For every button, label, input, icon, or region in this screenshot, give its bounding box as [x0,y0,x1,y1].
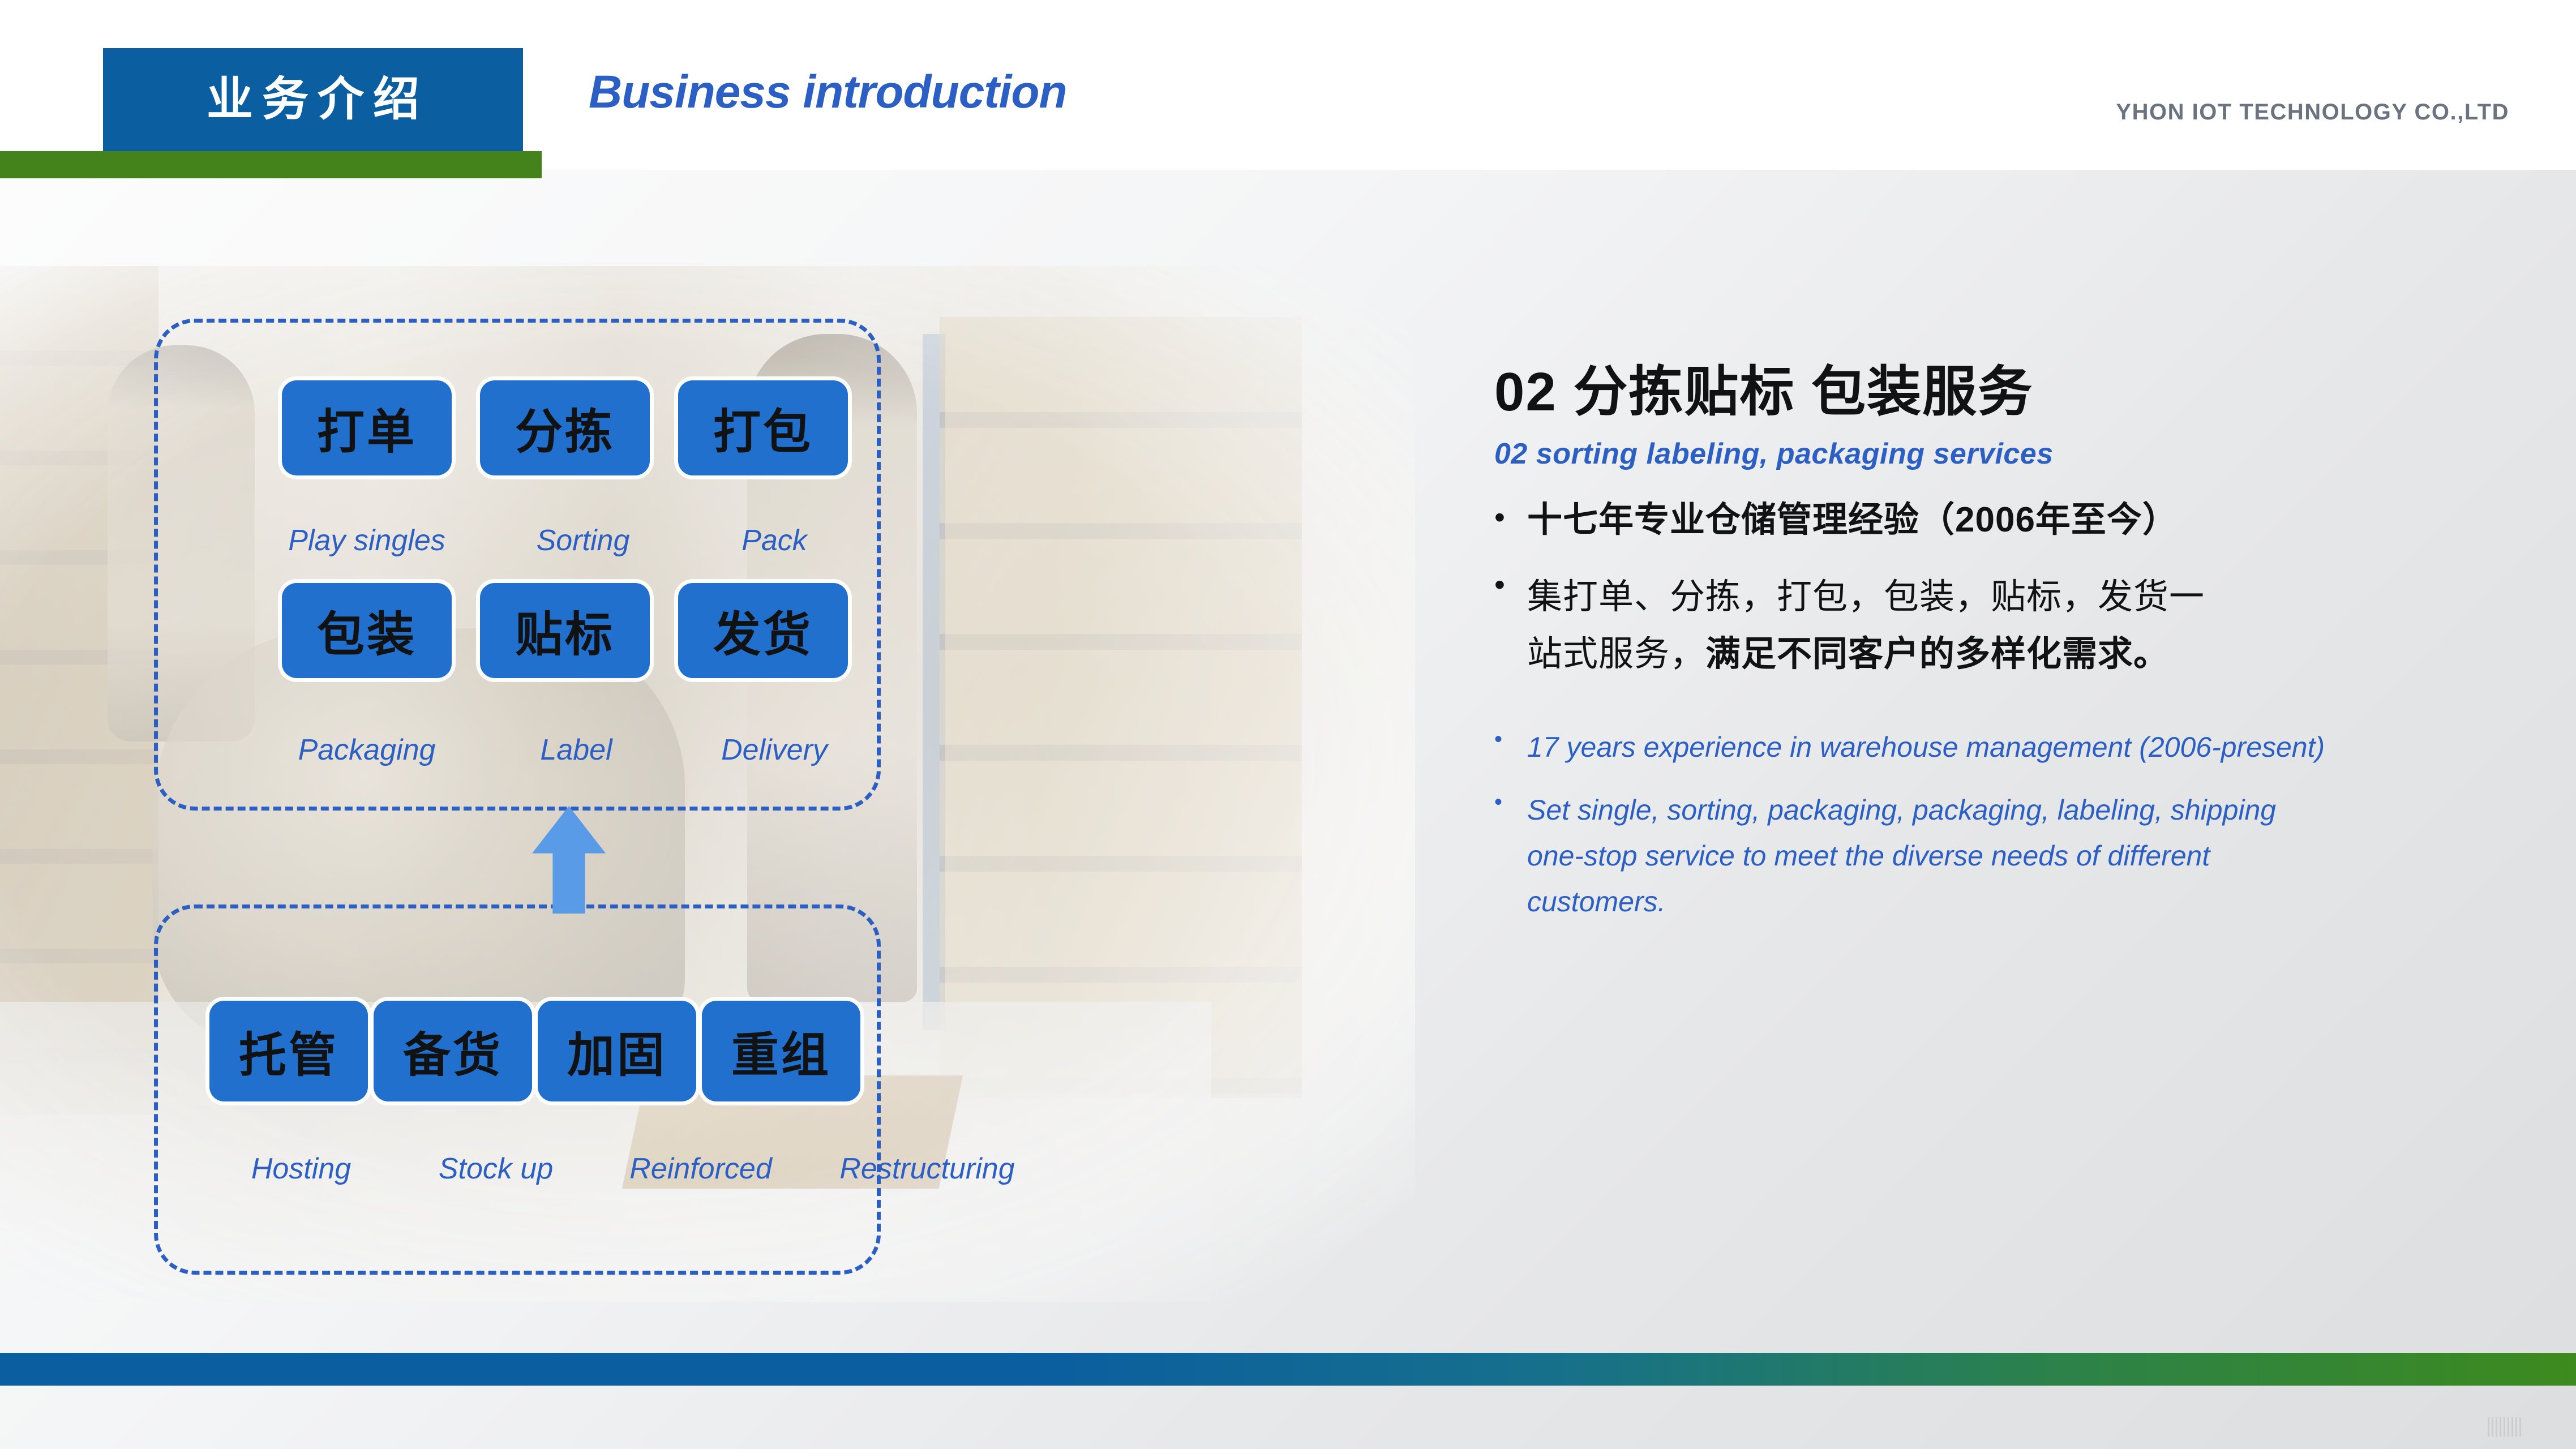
footer-watermark [2488,1417,2522,1437]
bullet-cn-2-text: 集打单、分拣，打包，包装，贴标，发货一 站式服务，满足不同客户的多样化需求。 [1527,569,2205,683]
content-title: 02 分拣贴标 包装服务 [1494,362,2034,422]
caption-pack: Pack [741,524,807,557]
bullet-marker: • [1494,568,1505,602]
tile-pack[interactable]: 打包 [678,380,848,475]
tile-sorting[interactable]: 分拣 [480,380,650,475]
english-bullet-list: • 17 years experience in warehouse manag… [1494,724,2491,925]
bullet-marker: • [1494,500,1505,534]
tile-restructuring[interactable]: 重组 [702,1001,860,1101]
caption-label: Label [540,734,612,766]
company-name: YHON IOT TECHNOLOGY CO.,LTD [2116,100,2509,125]
tile-label-cn: 打包 [713,405,813,458]
bullet-cn-1: • 十七年专业仓储管理经验（2006年至今） [1494,501,2491,539]
content-panel: 02 分拣贴标 包装服务 02 sorting labeling, packag… [1494,362,2491,925]
caption-hosting: Hosting [251,1152,352,1185]
tile-stock-up[interactable]: 备货 [374,1001,532,1101]
tile-delivery[interactable]: 发货 [678,583,848,678]
caption-delivery: Delivery [721,734,828,766]
content-subtitle: 02 sorting labeling, packaging services [1494,437,2054,470]
tile-packaging[interactable]: 包装 [282,583,452,678]
tile-label-cn: 备货 [402,1028,503,1082]
tile-play-singles[interactable]: 打单 [282,380,452,475]
caption-play-singles: Play singles [288,524,445,557]
tile-label-cn: 加固 [567,1028,667,1082]
bullet-cn-2-line2-bold: 满足不同客户的多样化需求。 [1705,634,2170,674]
tile-label-cn: 分拣 [515,405,615,458]
photo-base-layer [0,266,1415,1302]
header-green-underline [0,151,542,178]
tile-label-cn: 发货 [713,607,813,661]
caption-reinforced: Reinforced [629,1152,772,1185]
tile-label-cn: 重组 [731,1028,831,1082]
service-group-bottom [154,904,881,1275]
bullet-en-1-text: 17 years experience in warehouse managem… [1527,731,2325,764]
header-title-en: Business introduction [589,66,1068,118]
tile-label-cn: 贴标 [515,607,615,661]
bullet-en-2: • Set single, sorting, packaging, packag… [1494,787,2491,925]
tile-label-cn: 托管 [238,1028,338,1082]
tile-label-cn: 包装 [316,607,417,661]
bullet-cn-2-line1: 集打单、分拣，打包，包装，贴标，发货一 [1527,577,2205,617]
header-title-cn: 业务介绍 [206,74,428,125]
bullet-en-2-text: Set single, sorting, packaging, packagin… [1527,794,2277,918]
bullet-marker: • [1494,727,1503,752]
warehouse-photo [0,266,1415,1302]
bullet-cn-2-line2-normal: 站式服务， [1527,634,1706,674]
caption-packaging: Packaging [298,734,436,766]
header-title-badge: 业务介绍 [103,48,523,151]
caption-sorting: Sorting [536,524,630,557]
tile-reinforced[interactable]: 加固 [538,1001,696,1101]
tile-label[interactable]: 贴标 [480,583,650,678]
service-group-top [154,319,881,811]
bullet-en-1: • 17 years experience in warehouse manag… [1494,724,2491,770]
caption-restructuring: Restructuring [839,1152,1015,1185]
footer-gradient-bar [0,1353,2576,1386]
tile-label-cn: 打单 [316,405,417,458]
bullet-cn-2: • 集打单、分拣，打包，包装，贴标，发货一 站式服务，满足不同客户的多样化需求。 [1494,569,2491,683]
caption-stock-up: Stock up [438,1152,554,1185]
tile-hosting[interactable]: 托管 [209,1001,368,1101]
slide-header: 业务介绍 Business introduction YHON IOT TECH… [0,0,2576,178]
bullet-marker: • [1494,790,1503,815]
bullet-cn-1-text: 十七年专业仓储管理经验（2006年至今） [1527,500,2178,539]
